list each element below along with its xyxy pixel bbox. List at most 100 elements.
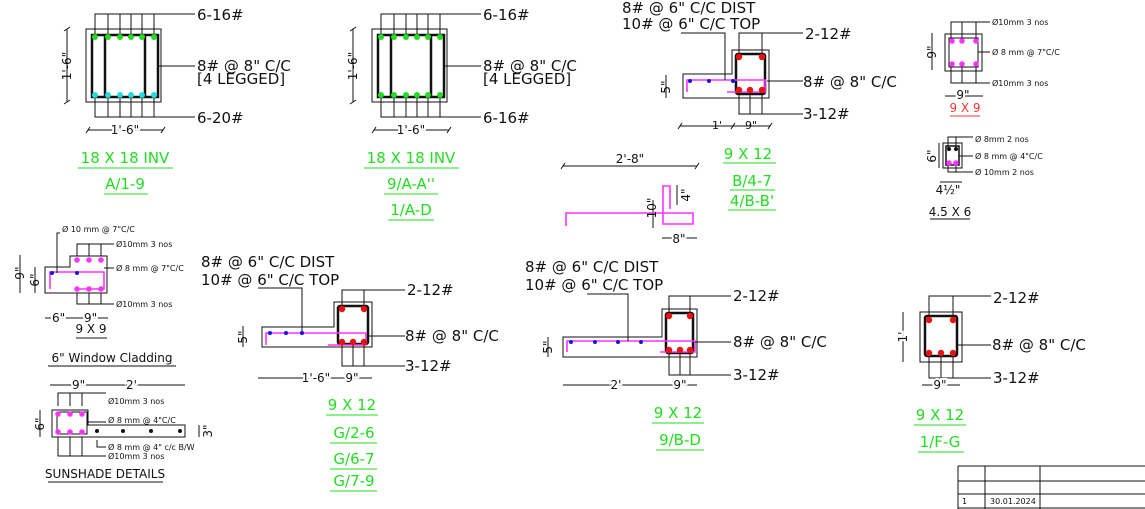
rebar-dot <box>391 92 397 98</box>
top-slab-bar-label: 10# @ 6" C/C TOP <box>201 271 339 289</box>
leader-lines <box>94 13 195 118</box>
stirrup-label: 8# @ 8" C/C <box>405 327 499 345</box>
rebar-dot <box>86 257 92 263</box>
bottom-bar-label: 6-16# <box>483 109 530 127</box>
rebar-dot <box>758 86 766 94</box>
dim-height: 10" <box>645 198 659 219</box>
rebar-dot <box>403 34 409 40</box>
rebar-dot <box>98 257 104 263</box>
rebar-dot <box>284 331 288 335</box>
grid-ref-label: 9/A-A'' <box>387 175 435 193</box>
top-bar-label: Ø10mm 3 nos <box>116 239 172 249</box>
stirrup-label: Ø 8 mm @ 7"C/C <box>116 263 184 273</box>
stirrup <box>376 33 446 99</box>
top-bar-label: Ø10mm 3 nos <box>108 396 164 406</box>
grid-ref-label-2: G/6-7 <box>333 450 374 468</box>
column-outline <box>85 28 162 103</box>
section-size-label: 18 X 18 INV <box>81 149 170 167</box>
dim-height: 6" <box>33 417 47 430</box>
bottom-bar-label: 3-12# <box>405 357 452 375</box>
beam-section-g2-6: 8# @ 6" C/C DIST 10# @ 6" C/C TOP 2-12# … <box>201 253 499 492</box>
rebar-dot <box>79 429 85 435</box>
stirrup-label: 8# @ 8" C/C <box>803 73 897 91</box>
rebar-dot <box>338 338 346 346</box>
sunshade-detail: 9" 2' Ø10mm 3 nos Ø 8 mm @ 4"C/C Ø 8 mm … <box>33 376 215 483</box>
rebar-dot <box>676 346 684 354</box>
dim-slab-depth: 5" <box>659 80 673 93</box>
dim-length: 2'-8" <box>616 152 644 166</box>
rebar-dot <box>75 271 79 275</box>
dim-width: 1'-6" <box>111 123 139 137</box>
rebar-dot <box>616 340 620 344</box>
dim-slab-width: 2' <box>126 378 137 392</box>
grid-ref-label: A/1-9 <box>105 175 145 193</box>
rebar-dot <box>67 429 73 435</box>
rebar-dot <box>149 429 153 433</box>
rebar-dot <box>360 338 368 346</box>
dim-up: 4" <box>679 188 693 201</box>
top-bar-label: 2-12# <box>733 287 780 305</box>
stirrup-label: Ø 8 mm @ 4"C/C <box>975 151 1043 161</box>
rebar-dot <box>378 92 384 98</box>
rebar-dot <box>414 92 420 98</box>
rebar-dot <box>937 349 945 357</box>
beam-outline <box>682 49 770 99</box>
dim-column-width: 9" <box>72 378 85 392</box>
rebar-dot <box>425 34 431 40</box>
rebar-dot <box>949 38 955 44</box>
grid-ref-label-2: 4/B-B' <box>730 192 774 210</box>
rebar-dot <box>105 92 111 98</box>
top-bar-label: 6-16# <box>483 6 530 24</box>
rebar-dot <box>688 79 692 83</box>
bottom-bar-label: 3-12# <box>733 366 780 384</box>
section-size-label: 9 X 12 <box>654 404 702 422</box>
bottom-bar-label: 3-12# <box>993 369 1040 387</box>
rebar-dot <box>414 34 420 40</box>
dim-width: 1'-6" <box>397 123 425 137</box>
stirrup-label: Ø 8 mm @ 4"C/C <box>108 415 176 425</box>
rebar-dot <box>338 305 346 313</box>
dim-width: 4½" <box>936 183 961 197</box>
dim-height: 1' <box>896 332 910 343</box>
rebar-dot <box>639 340 643 344</box>
rebar-dot <box>55 429 61 435</box>
stirrup <box>90 33 160 99</box>
rebar-dot <box>92 92 98 98</box>
rebar-dot <box>959 38 965 44</box>
dim-height: 1'-6" <box>60 52 74 80</box>
dist-bar-label: 8# @ 6" C/C DIST <box>622 0 756 17</box>
rebar-dot <box>954 147 958 151</box>
dim-width: 8" <box>672 232 685 246</box>
rebar-dot <box>973 38 979 44</box>
rebar-dot <box>349 338 357 346</box>
rebar-dot <box>925 349 933 357</box>
top-bar-label: 6-16# <box>197 6 244 24</box>
rebar-dot <box>50 271 54 275</box>
rebar-dot <box>378 34 384 40</box>
grid-ref-label-3: G/7-9 <box>333 472 374 490</box>
rebar-dot <box>403 92 409 98</box>
dim-width: 9" <box>956 88 969 102</box>
column-section-18x18-b: 6-16# 8# @ 8" C/C [4 LEGGED] 6-16# 1'-6"… <box>346 6 577 221</box>
rebar-dot <box>139 34 145 40</box>
bottom-bar-label: 6-20# <box>197 109 244 127</box>
rebar-dot <box>74 257 80 263</box>
dist-bar-label: 8# @ 6" C/C DIST <box>525 258 659 276</box>
stirrup-label: 8# @ 8" C/C <box>197 57 291 75</box>
rebar-dot <box>735 86 743 94</box>
rebar-dot <box>79 411 85 417</box>
bottom-bar-label: Ø 10mm 2 nos <box>975 167 1034 177</box>
column-section-18x18-a: 6-16# 8# @ 8" C/C [4 LEGGED] 6-20# 1'-6"… <box>60 6 291 195</box>
rebar-dot <box>686 312 694 320</box>
top-slab-bar-label: 10# @ 6" C/C TOP <box>622 15 760 33</box>
rebar-dot <box>151 34 157 40</box>
section-size-label: 9 X 12 <box>724 145 772 163</box>
rebar-dot <box>731 79 735 83</box>
dim-slab: 1' <box>712 119 722 132</box>
stirrup-label: 8# @ 8" C/C <box>733 333 827 351</box>
revision-date: 30.01.2024 <box>990 497 1036 506</box>
legs-label: [4 LEGGED] <box>483 70 571 88</box>
rebar-dot <box>128 34 134 40</box>
dim-slab: 1'-6" <box>302 371 330 385</box>
rebar-dot <box>746 86 754 94</box>
